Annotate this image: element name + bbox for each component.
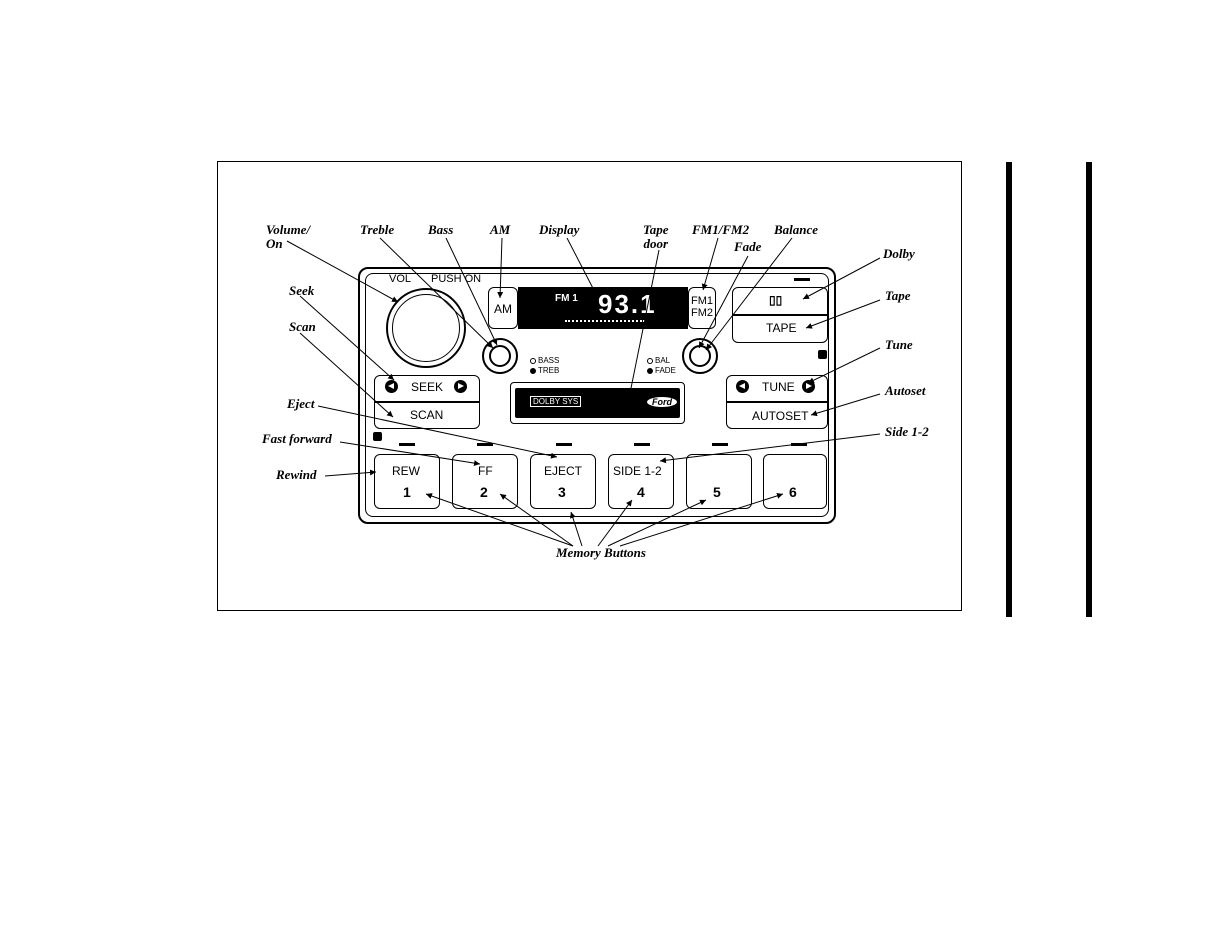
- callout-memory-buttons: Memory Buttons: [556, 546, 646, 560]
- leader-mem4: [598, 500, 632, 546]
- leader-seek: [300, 296, 394, 380]
- callout-tape-door: Tape door: [643, 223, 669, 251]
- callout-bass: Bass: [428, 223, 453, 237]
- callout-eject: Eject: [287, 397, 314, 411]
- callout-tape: Tape: [885, 289, 911, 303]
- leader-tune: [808, 348, 880, 383]
- leader-fm1fm2: [703, 238, 718, 290]
- callout-volume-on: Volume/ On: [266, 223, 310, 251]
- leader-mem3: [571, 512, 582, 546]
- callout-fade: Fade: [734, 240, 761, 254]
- leader-ff: [340, 442, 480, 464]
- leader-treble: [380, 238, 493, 348]
- leader-balance: [706, 238, 792, 350]
- leader-tape-door: [629, 250, 659, 398]
- leader-display: [567, 238, 598, 298]
- leader-rew: [325, 472, 376, 476]
- leader-side12: [660, 434, 880, 461]
- callout-fm1fm2: FM1/FM2: [692, 223, 749, 237]
- leader-bass: [446, 238, 497, 345]
- leader-autoset: [811, 394, 880, 415]
- callout-treble: Treble: [360, 223, 394, 237]
- callout-scan: Scan: [289, 320, 316, 334]
- callout-tune: Tune: [885, 338, 913, 352]
- leader-mem2: [500, 494, 573, 546]
- leader-eject: [318, 406, 557, 457]
- callout-fast-forward: Fast forward: [262, 432, 332, 446]
- leader-fade: [699, 256, 748, 348]
- leader-dolby: [803, 258, 880, 299]
- callout-am: AM: [490, 223, 510, 237]
- callout-dolby: Dolby: [883, 247, 915, 261]
- callout-seek: Seek: [289, 284, 314, 298]
- leader-mem1: [426, 494, 573, 546]
- leader-tape: [806, 300, 880, 328]
- callout-display: Display: [539, 223, 579, 237]
- callout-rewind: Rewind: [276, 468, 316, 482]
- leader-am: [500, 238, 502, 298]
- callout-side12: Side 1-2: [885, 425, 929, 439]
- callout-balance: Balance: [774, 223, 818, 237]
- callout-autoset: Autoset: [885, 384, 925, 398]
